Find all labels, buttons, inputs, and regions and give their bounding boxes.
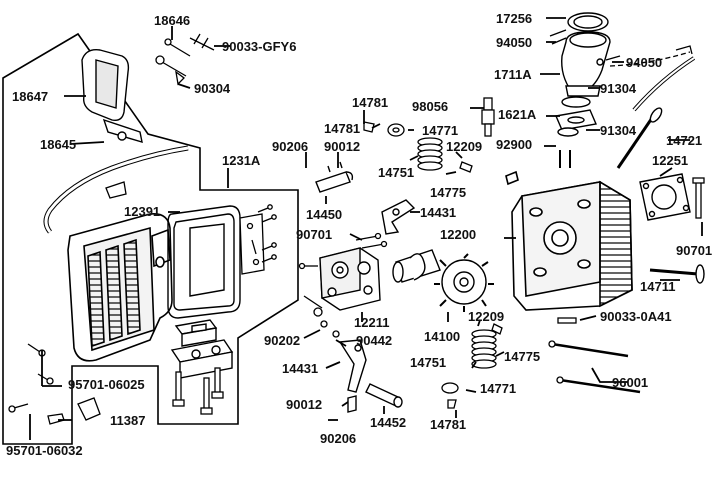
label-14711: 14711: [640, 279, 676, 294]
label-18645: 18645: [40, 137, 77, 152]
label-11387: 11387: [110, 413, 146, 428]
rocker-arm-upper-part: [381, 199, 416, 235]
insulator-part: [555, 96, 597, 168]
valve-retainers-part: [363, 121, 503, 409]
label-95701-06032: 95701-06032: [6, 443, 83, 458]
label-90033-0a41: 90033-0A41: [600, 309, 672, 324]
label-90012-a: 90012: [324, 139, 361, 154]
label-90304: 90304: [194, 81, 231, 96]
left-bolts-part: [8, 343, 101, 425]
cover-plate-part: [239, 213, 265, 275]
long-studs-part: [548, 317, 641, 394]
label-12209-b: 12209: [468, 309, 505, 324]
cam-holder-blocks-part: [170, 319, 234, 379]
cam-holder-part: [319, 247, 381, 311]
label-94050-a: 94050: [496, 35, 533, 50]
label-96001: 96001: [612, 375, 649, 390]
label-1711a: 1711A: [494, 67, 532, 82]
label-90012-b: 90012: [286, 397, 323, 412]
label-1621a: 1621A: [498, 107, 537, 122]
label-12200: 12200: [440, 227, 477, 242]
label-90033-gfy6: 90033-GFY6: [222, 39, 297, 54]
valve-springs-part: [417, 137, 497, 369]
label-90701-b: 90701: [676, 243, 713, 258]
rocker-arm-lower-part: [338, 339, 403, 413]
label-14771-b: 14771: [480, 381, 517, 396]
cylinder-head-part: [505, 170, 633, 311]
label-18647: 18647: [12, 89, 49, 104]
label-90202: 90202: [264, 333, 301, 348]
breather-pipe-part: [81, 49, 143, 143]
label-14751-a: 14751: [378, 165, 415, 180]
label-14781-c: 14781: [430, 417, 467, 432]
label-91304-b: 91304: [600, 123, 637, 138]
label-14431-a: 14431: [420, 205, 457, 220]
label-14771-a: 14771: [422, 123, 459, 138]
label-12209-a: 12209: [446, 139, 483, 154]
valves-part: [616, 107, 705, 284]
label-14721: 14721: [666, 133, 703, 148]
cover-group-outline: [2, 32, 299, 445]
spark-plug-part: [481, 97, 495, 137]
label-12251: 12251: [652, 153, 689, 168]
label-12211: 12211: [354, 315, 390, 330]
label-14781-a: 14781: [352, 95, 389, 110]
label-1231a: 1231A: [222, 153, 261, 168]
label-90701-a: 90701: [296, 227, 333, 242]
label-14775-a: 14775: [430, 185, 467, 200]
label-94050-b: 94050: [626, 55, 663, 70]
camshaft-part: [392, 249, 494, 312]
label-14452: 14452: [370, 415, 407, 430]
label-14781-b: 14781: [324, 121, 361, 136]
label-14431-b: 14431: [282, 361, 319, 376]
label-98056: 98056: [412, 99, 449, 114]
label-17256: 17256: [496, 11, 533, 26]
label-90206-b: 90206: [320, 431, 357, 446]
label-14450: 14450: [306, 207, 343, 222]
cover-bolts-part: [257, 204, 277, 263]
small-bolts-part: [155, 33, 215, 86]
cover-gasket-part: [167, 205, 241, 319]
long-bolts-part: [172, 367, 224, 415]
rocker-shaft-part: [315, 161, 354, 193]
head-gasket-part: [639, 173, 691, 221]
stud-bolt-part: [692, 177, 705, 219]
label-12391: 12391: [124, 204, 161, 219]
vacuum-hose-part: [609, 51, 691, 67]
leader-lines: [29, 17, 703, 440]
label-18646: 18646: [154, 13, 191, 28]
label-90442: 90442: [356, 333, 393, 348]
label-92900: 92900: [496, 137, 533, 152]
label-91304-a: 91304: [600, 81, 637, 96]
label-14751-b: 14751: [410, 355, 447, 370]
holder-bolts-part: [298, 232, 388, 338]
label-95701-06025: 95701-06025: [68, 377, 145, 392]
label-14100: 14100: [424, 329, 461, 344]
label-14775-b: 14775: [504, 349, 541, 364]
intake-manifold-part: [549, 12, 621, 97]
cylinder-head-cover-part: [67, 212, 173, 362]
label-90206-a: 90206: [272, 139, 309, 154]
